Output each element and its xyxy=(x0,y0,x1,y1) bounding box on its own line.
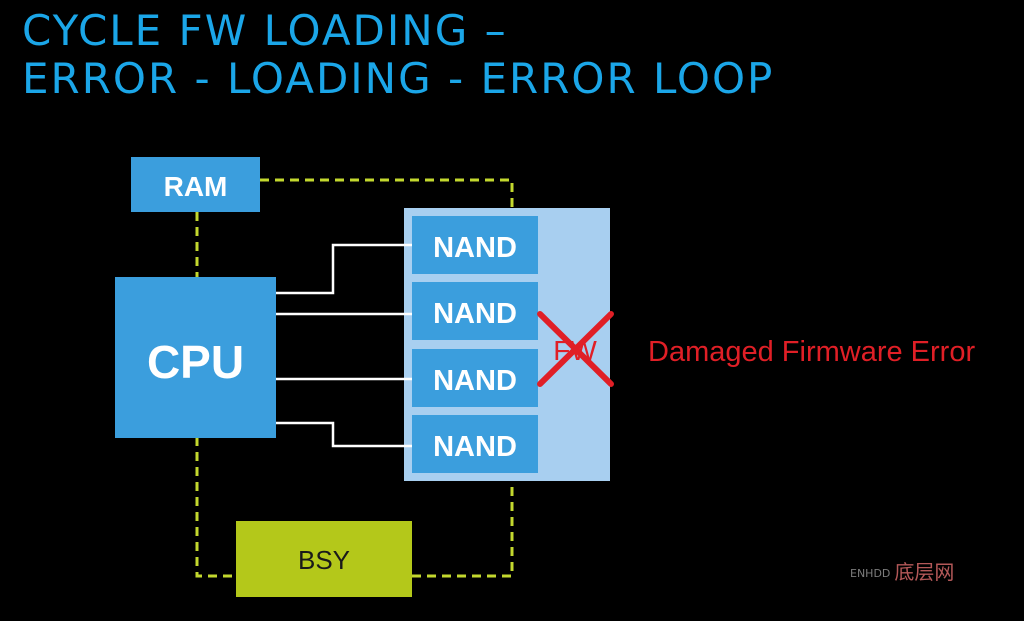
error-cross-icon xyxy=(537,311,614,387)
nand-chip xyxy=(412,415,538,473)
nand-chip xyxy=(412,216,538,274)
bsy-box xyxy=(236,521,412,597)
bsy-label: BSY xyxy=(298,545,350,575)
slide-title-line2: ERROR - LOADING - ERROR LOOP xyxy=(22,54,775,103)
nand-chip xyxy=(412,282,538,340)
bus-line-1 xyxy=(276,243,412,295)
cpu-box xyxy=(115,277,276,438)
nand-label: NAND xyxy=(433,431,517,463)
error-message: Damaged Firmware Error xyxy=(648,336,975,368)
cpu-to-bsy-dashed xyxy=(195,437,237,578)
watermark-text: 底层网 xyxy=(894,560,955,584)
cpu-label: CPU xyxy=(147,336,244,388)
slide-title-line1: CYCLE FW LOADING – xyxy=(22,6,508,55)
nand-label: NAND xyxy=(433,232,517,264)
ram-to-nand-dashed xyxy=(260,178,514,210)
nand-label: NAND xyxy=(433,365,517,397)
ram-label: RAM xyxy=(164,171,228,202)
dashed-loop xyxy=(195,178,514,578)
watermark-small-text: ENHDD xyxy=(850,567,891,580)
ram-box xyxy=(131,157,260,212)
bsy-to-nand-dashed xyxy=(412,480,514,578)
cpu-nand-bus xyxy=(276,243,412,448)
bus-line-4 xyxy=(276,421,412,448)
nand-chip xyxy=(412,349,538,407)
nand-label: NAND xyxy=(433,298,517,330)
